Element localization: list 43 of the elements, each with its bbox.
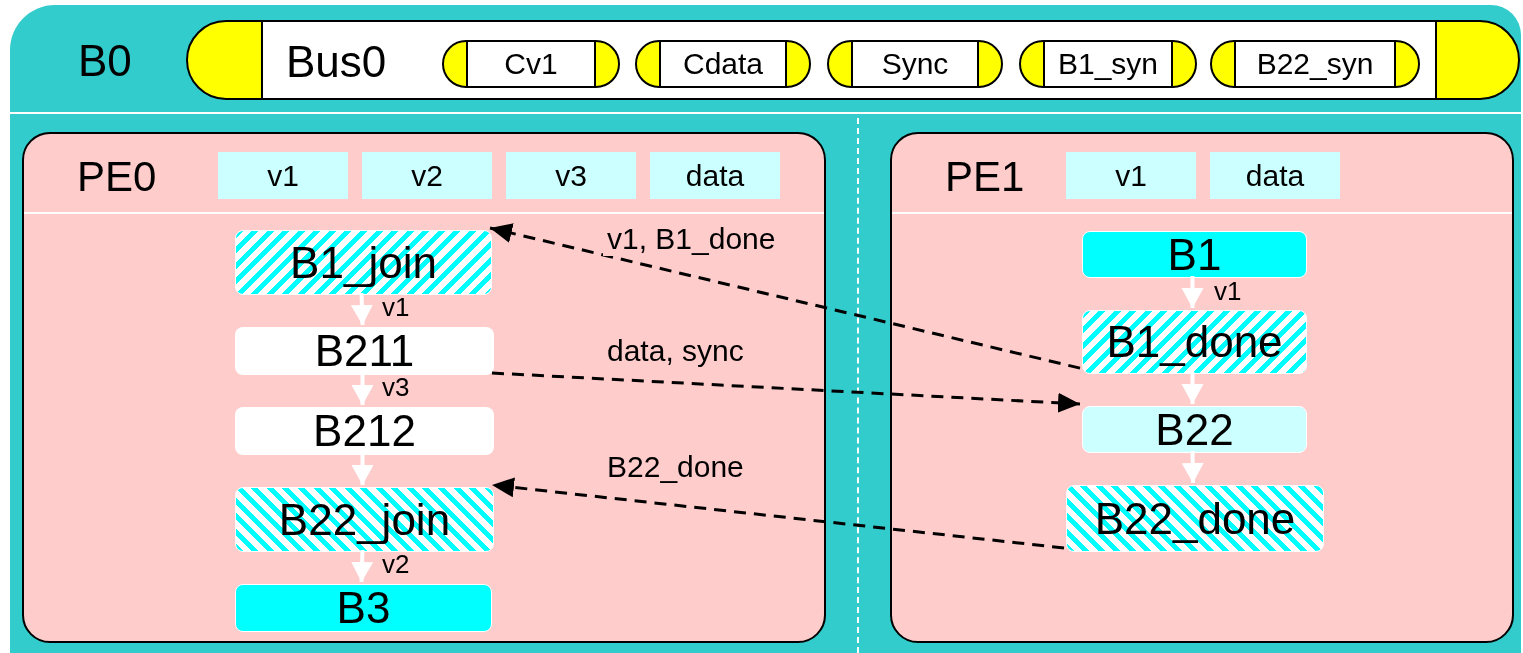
block-box: B3 — [235, 584, 492, 632]
channel-label: B1_syn — [1043, 42, 1173, 86]
block-panel — [10, 5, 1521, 653]
edge-label: v1 — [381, 292, 411, 322]
variable-chip: v1 — [218, 152, 348, 199]
edge-label: v1 — [1213, 276, 1243, 306]
arrow — [351, 373, 374, 405]
channel-pill — [442, 40, 620, 88]
channel-pill — [827, 40, 1003, 88]
block-title: B0 — [78, 39, 132, 83]
processing-element-panel — [22, 132, 826, 643]
variable-chip: v1 — [1066, 152, 1196, 199]
block-box: B1 — [1082, 231, 1307, 278]
processing-element-panel — [890, 132, 1514, 643]
channel-label: Cv1 — [466, 42, 596, 86]
channel-pill — [1019, 40, 1197, 88]
arrow — [1181, 276, 1204, 308]
panel-title: PE1 — [945, 156, 1025, 198]
variable-chip: data — [1210, 152, 1340, 199]
channel-label: Sync — [851, 42, 979, 86]
variable-chip: v3 — [506, 152, 636, 199]
edge-label: v2 — [381, 549, 411, 579]
edge-label: v3 — [381, 372, 411, 402]
channel-pill — [1210, 40, 1420, 88]
arrow — [491, 477, 1065, 550]
channel-label: B22_syn — [1234, 42, 1396, 86]
arrow — [351, 453, 374, 485]
arrow — [1181, 372, 1204, 404]
arrow — [350, 292, 373, 326]
bus-title: Bus0 — [286, 40, 387, 84]
block-box: B22 — [1082, 406, 1307, 453]
channel-label: Cdata — [659, 42, 787, 86]
block-box: B212 — [235, 407, 494, 455]
arrow — [489, 223, 1081, 370]
bus-capsule — [186, 20, 1520, 100]
channel-pill — [635, 40, 811, 88]
arrow — [1181, 450, 1204, 484]
arrow — [491, 371, 1081, 413]
panel-title: PE0 — [77, 156, 157, 198]
variable-chip: v2 — [362, 152, 492, 199]
arrow — [351, 549, 374, 583]
block-box: B211 — [235, 327, 494, 375]
variable-chip: data — [650, 152, 780, 199]
